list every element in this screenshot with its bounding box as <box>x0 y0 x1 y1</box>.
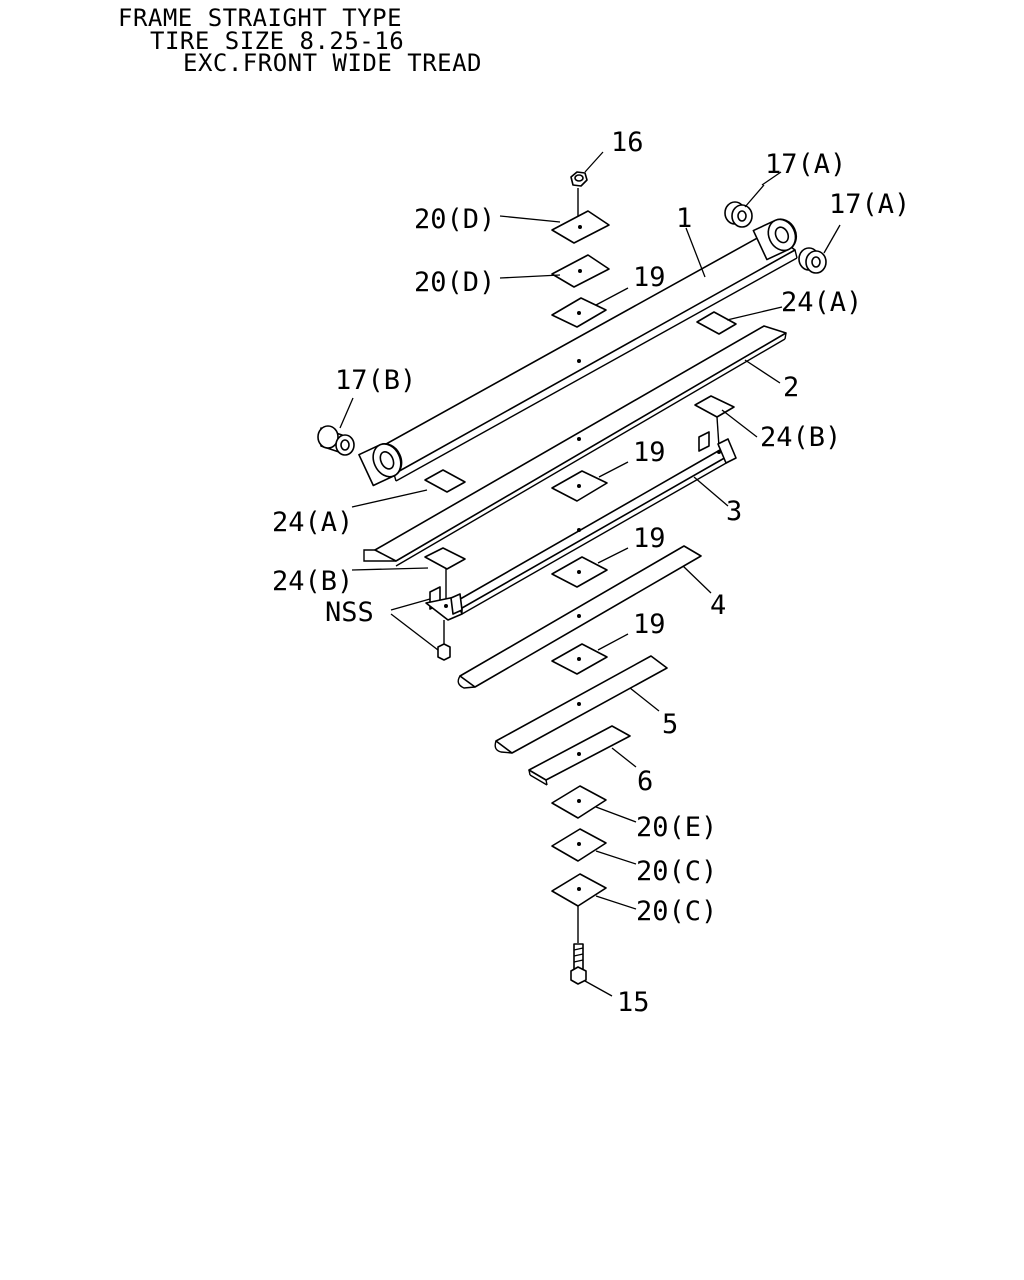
callout-19-3: 19 <box>633 523 666 554</box>
callout-17a-2: 17(A) <box>829 189 910 220</box>
part-20d-plate-upper[interactable] <box>551 210 610 244</box>
title-line-tread: EXC.FRONT WIDE TREAD <box>183 49 482 77</box>
part-24b-pad-rear[interactable] <box>694 395 735 418</box>
part-17a-bushing-1[interactable] <box>724 201 753 228</box>
callout-4: 4 <box>710 590 726 621</box>
part-20e-plate[interactable] <box>551 785 607 819</box>
callout-20d-2: 20(D) <box>414 267 495 298</box>
callout-17b: 17(B) <box>335 365 416 396</box>
part-24a-pad-rear[interactable] <box>696 311 737 335</box>
callout-1: 1 <box>676 203 692 234</box>
part-20c-plate-lower[interactable] <box>551 873 607 907</box>
callout-16: 16 <box>611 127 644 158</box>
part-20d-plate-lower[interactable] <box>551 254 610 288</box>
callout-20c-2: 20(C) <box>636 896 717 927</box>
callout-24a-2: 24(A) <box>272 507 353 538</box>
callout-19-1: 19 <box>633 262 666 293</box>
callout-15: 15 <box>617 987 650 1018</box>
callout-20d-1: 20(D) <box>414 204 495 235</box>
callout-nss: NSS <box>325 597 374 628</box>
callout-24b-2: 24(B) <box>272 566 353 597</box>
part-17a-bushing-2[interactable] <box>798 247 827 274</box>
callout-24b-1: 24(B) <box>760 422 841 453</box>
callout-17a-1: 17(A) <box>765 149 846 180</box>
title-line-frame-type: FRAME STRAIGHT TYPE <box>118 4 403 32</box>
callout-3: 3 <box>726 496 742 527</box>
part-24a-pad-front[interactable] <box>424 469 466 493</box>
part-nss-bolt[interactable] <box>437 620 451 661</box>
part-6-sixth-leaf[interactable] <box>528 725 631 786</box>
callout-19-2: 19 <box>633 437 666 468</box>
part-3-third-leaf[interactable] <box>425 431 737 621</box>
part-20c-plate-upper[interactable] <box>551 828 607 862</box>
callout-19-4: 19 <box>633 609 666 640</box>
part-19-spacer-4[interactable] <box>551 643 608 675</box>
callout-24a-1: 24(A) <box>781 287 862 318</box>
callout-5: 5 <box>662 709 678 740</box>
part-5-fifth-leaf[interactable] <box>494 655 668 754</box>
part-17b-bushing[interactable] <box>317 425 355 456</box>
part-19-spacer-1[interactable] <box>551 297 607 328</box>
leader-lines <box>339 151 841 997</box>
callout-labels: 16 17(A) 17(A) 20(D) 1 20(D) 19 24(A) 17… <box>272 127 910 1018</box>
part-24b-pad-front[interactable] <box>424 547 466 570</box>
title-line-tire-size: TIRE SIZE 8.25-16 <box>150 27 405 55</box>
part-16-nut[interactable] <box>570 171 588 187</box>
part-19-spacer-3[interactable] <box>551 556 608 588</box>
part-1-main-leaf[interactable] <box>358 215 801 487</box>
callout-20e: 20(E) <box>636 812 717 843</box>
callout-6: 6 <box>637 766 653 797</box>
part-4-fourth-leaf[interactable] <box>457 545 702 689</box>
part-15-center-bolt[interactable] <box>570 943 587 985</box>
part-19-spacer-2[interactable] <box>551 470 608 502</box>
callout-2: 2 <box>783 372 799 403</box>
part-2-second-leaf[interactable] <box>363 325 787 567</box>
callout-20c-1: 20(C) <box>636 856 717 887</box>
